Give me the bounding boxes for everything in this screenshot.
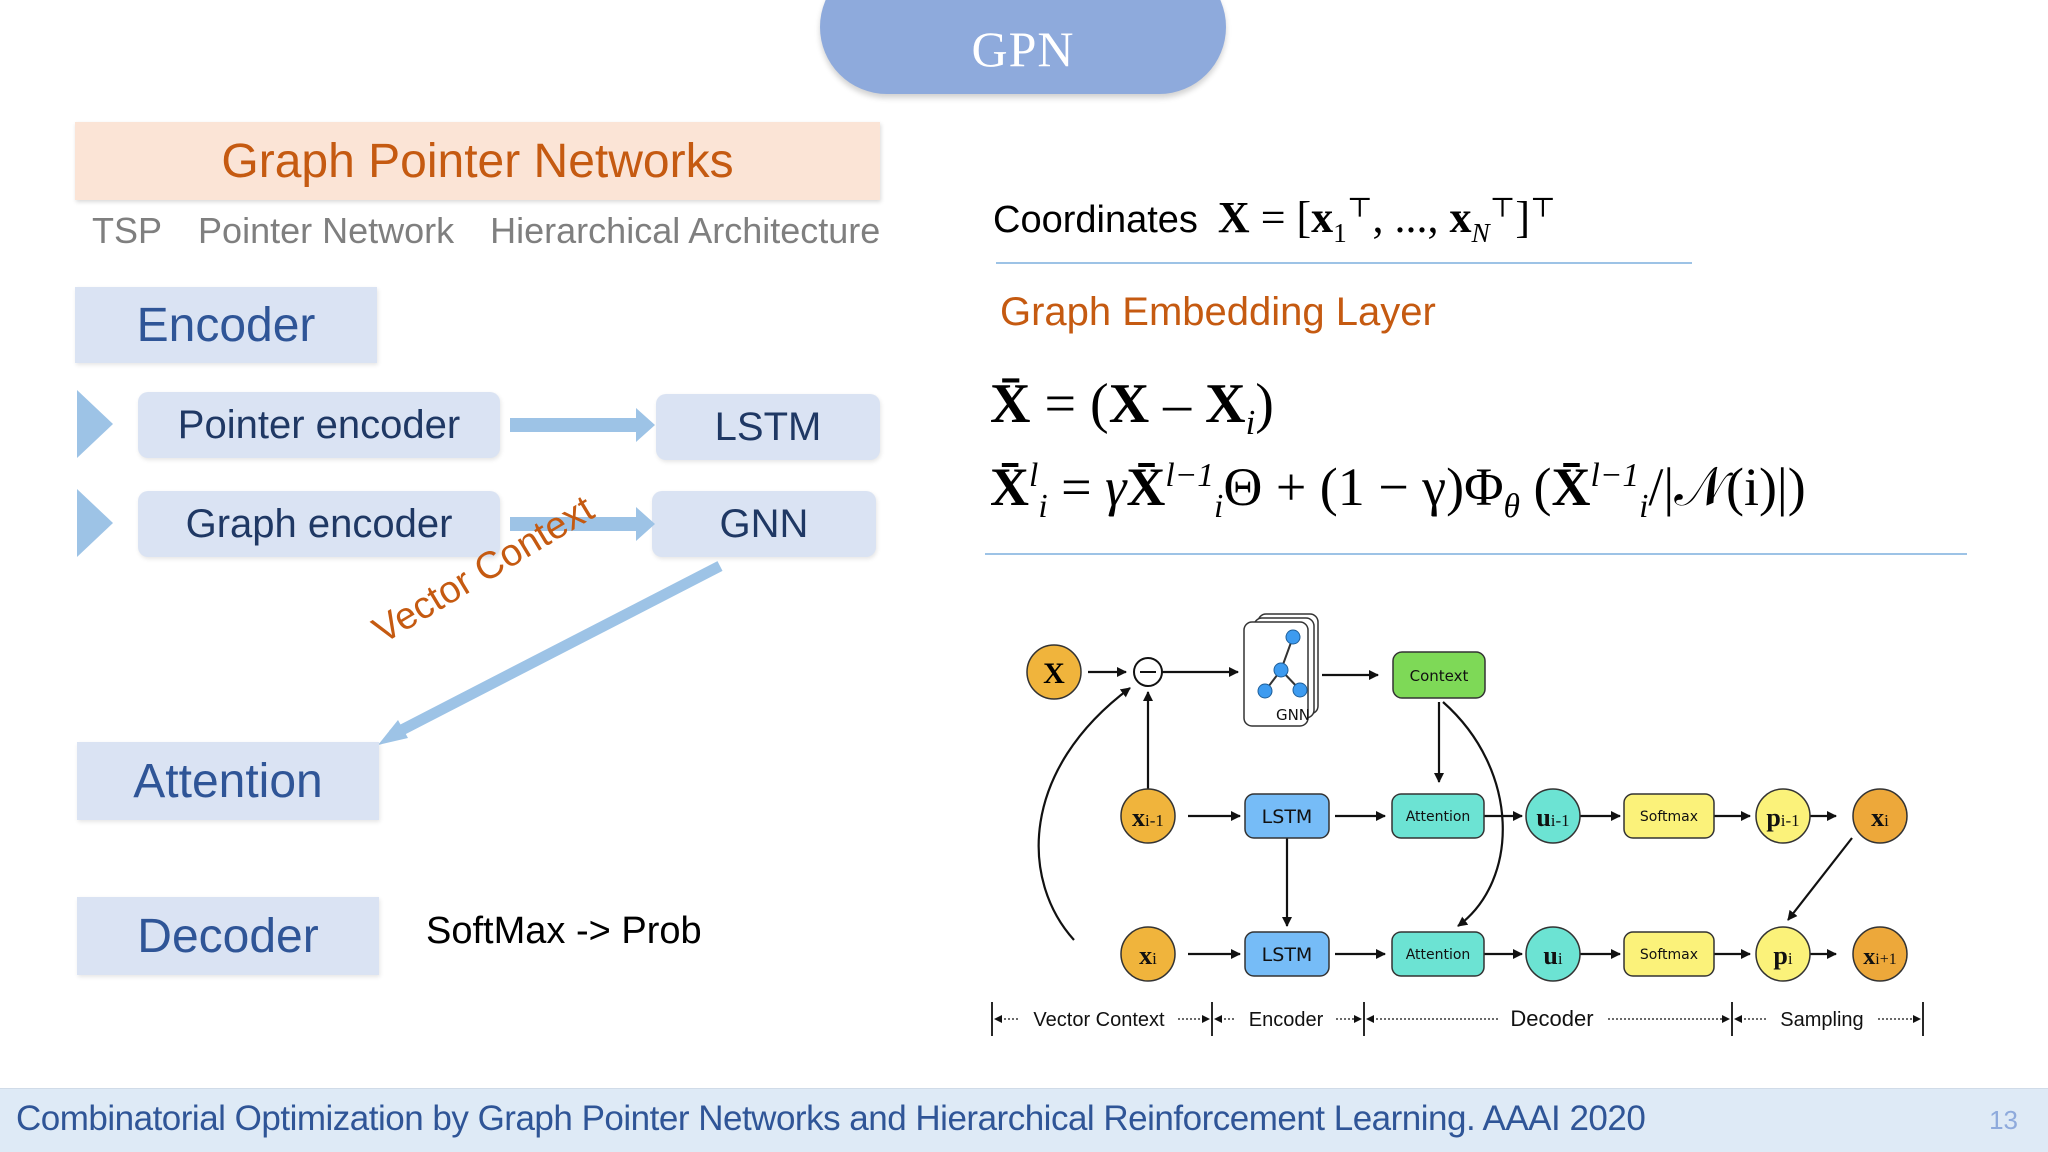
graph-node-icon (1285, 629, 1301, 645)
svg-text:Softmax: Softmax (1640, 947, 1698, 963)
citation: Combinatorial Optimization by Graph Poin… (16, 1099, 1646, 1138)
node-context: Context (1392, 651, 1486, 699)
phase-ruler: Vector Context Encoder Decoder Sampling (991, 1002, 1924, 1036)
bullet-triangle-icon (77, 390, 113, 458)
svg-text:ui: ui (1543, 941, 1562, 970)
graph-node-icon (1257, 683, 1273, 699)
slide-title: Graph Pointer Networks (221, 134, 734, 188)
node-lstm-1: LSTM (1244, 793, 1330, 839)
equation-centering: X̄ = (X – Xi) (990, 373, 1274, 443)
slide-title-box: Graph Pointer Networks (75, 122, 880, 200)
node-u-i: ui (1525, 926, 1581, 982)
svg-text:xi+1: xi+1 (1863, 944, 1896, 970)
svg-text:xi: xi (1871, 803, 1889, 832)
node-softmax-2: Softmax (1623, 931, 1715, 977)
footer-bar: Combinatorial Optimization by Graph Poin… (0, 1088, 2048, 1152)
equation-embedding-update: X̄li = γX̄l−1iΘ + (1 − γ)Φθ (X̄l−1i/|𝒩(i… (990, 457, 1806, 525)
topic-tags: TSP Pointer Network Hierarchical Archite… (92, 210, 906, 252)
edge-context-att2 (1442, 701, 1504, 927)
decoder-block: Decoder (77, 897, 379, 975)
phase-label: Decoder (1510, 1006, 1593, 1031)
node-p-prev: pi-1 (1755, 788, 1811, 844)
encoder-block: Encoder (75, 287, 377, 363)
tag-pointer-network: Pointer Network (198, 210, 455, 251)
graph-encoder-label: Graph encoder (185, 501, 453, 546)
decoder-note: SoftMax -> Prob (426, 910, 702, 952)
tag-hierarchical-architecture: Hierarchical Architecture (490, 210, 881, 251)
svg-text:ui-1: ui-1 (1536, 803, 1569, 832)
edge-xi-minus (1037, 687, 1131, 941)
diagram-edges (1037, 667, 1853, 959)
svg-text:GNN: GNN (1276, 706, 1310, 724)
svg-text:Context: Context (1410, 667, 1469, 685)
svg-text:Attention: Attention (1406, 947, 1471, 963)
phase-label: Encoder (1249, 1009, 1324, 1031)
encoder-label: Encoder (136, 298, 316, 352)
graph-encoder-block: Graph encoder (138, 491, 500, 557)
decoder-label: Decoder (137, 909, 319, 963)
bullet-triangle-icon (77, 489, 113, 557)
section-pill: GPN (820, 0, 1226, 94)
lstm-block: LSTM (656, 394, 880, 460)
divider (985, 553, 1967, 555)
node-x-i: xi (1120, 926, 1176, 982)
subtract-node-icon (1133, 657, 1163, 687)
svg-text:LSTM: LSTM (1262, 944, 1313, 966)
pointer-arrow-icon (510, 408, 655, 442)
coordinates-formula: X = [x1⊤, ..., xN⊤]⊤ (1217, 192, 1556, 248)
node-p-i: pi (1755, 926, 1811, 982)
graph-node-icon (1273, 662, 1289, 678)
gnn-block: GNN (652, 491, 876, 557)
gnn-stack-icon: GNN (1243, 613, 1319, 727)
svg-text:xi-1: xi-1 (1132, 803, 1164, 832)
node-attention-1: Attention (1391, 793, 1485, 839)
section-pill-label: GPN (971, 21, 1075, 77)
svg-text:LSTM: LSTM (1262, 806, 1313, 828)
node-x-next: xi+1 (1852, 926, 1908, 982)
svg-text:Attention: Attention (1406, 809, 1471, 825)
svg-text:X: X (1043, 657, 1065, 690)
svg-text:Softmax: Softmax (1640, 809, 1698, 825)
gnn-label: GNN (719, 501, 809, 546)
node-lstm-2: LSTM (1244, 931, 1330, 977)
edge-xi-pi (1787, 837, 1853, 921)
node-x-i-sampled: xi (1852, 788, 1908, 844)
divider (996, 262, 1692, 264)
svg-text:pi-1: pi-1 (1766, 803, 1799, 832)
attention-block: Attention (77, 742, 379, 820)
node-u-prev: ui-1 (1525, 788, 1581, 844)
phase-label: Sampling (1780, 1009, 1863, 1031)
tag-tsp: TSP (92, 210, 163, 251)
coordinates-label: Coordinates (993, 199, 1198, 241)
page-number: 13 (1989, 1105, 2018, 1135)
node-attention-2: Attention (1391, 931, 1485, 977)
phase-label: Vector Context (1033, 1009, 1165, 1031)
svg-text:pi: pi (1773, 941, 1792, 970)
svg-text:xi: xi (1139, 941, 1157, 970)
embedding-title: Graph Embedding Layer (1000, 290, 1436, 334)
node-softmax-1: Softmax (1623, 793, 1715, 839)
node-x: X (1026, 644, 1082, 700)
graph-node-icon (1292, 682, 1308, 698)
pointer-encoder-label: Pointer encoder (177, 402, 461, 447)
node-x-prev: xi-1 (1120, 788, 1176, 844)
lstm-label: LSTM (714, 404, 822, 449)
coordinates-line: Coordinates X = [x1⊤, ..., xN⊤]⊤ (993, 192, 1556, 249)
gpn-architecture-diagram: X GNN Context xi-1 LSTM At (991, 613, 1924, 1036)
pointer-encoder-block: Pointer encoder (138, 392, 500, 458)
attention-label: Attention (133, 754, 323, 808)
